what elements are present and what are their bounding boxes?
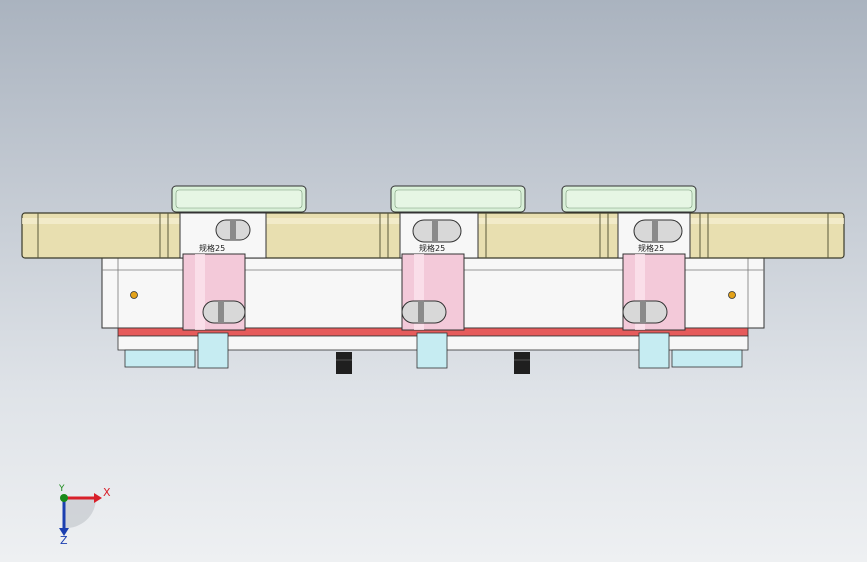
engraved-label: 规格25	[638, 243, 664, 253]
y-axis-label: Y	[59, 484, 65, 494]
air-fitting-bottom	[202, 300, 246, 324]
screw-head-2	[514, 352, 530, 374]
y-axis-dot	[60, 494, 68, 502]
foot-right	[671, 349, 743, 368]
air-fitting-top	[215, 219, 251, 241]
locator-dot-right	[728, 291, 736, 299]
air-fitting-bottom	[622, 300, 668, 324]
cap-inner	[394, 189, 522, 209]
center-block-2	[416, 332, 448, 369]
engraved-label: 规格25	[419, 243, 445, 253]
locator-dot-left	[130, 291, 138, 299]
x-axis-label: X	[103, 486, 111, 499]
z-axis-label: Z	[60, 534, 68, 547]
center-block-3	[638, 332, 670, 369]
x-axis-arrowhead	[94, 493, 102, 503]
air-fitting-top	[412, 219, 462, 243]
center-block-1	[197, 332, 229, 369]
engraved-label: 规格25	[199, 243, 225, 253]
cylinder-highlight	[195, 254, 205, 330]
orientation-triad[interactable]	[59, 493, 102, 536]
station-1[interactable]: 规格25	[171, 185, 307, 331]
screw-head-1	[336, 352, 352, 374]
z-axis-arrowhead	[59, 528, 69, 536]
cap-inner	[565, 189, 693, 209]
station-3[interactable]: 规格25	[561, 185, 697, 331]
triad-shadow	[64, 498, 97, 529]
cap-inner	[175, 189, 303, 209]
foot-left	[124, 349, 196, 368]
air-fitting-bottom	[401, 300, 447, 324]
station-2[interactable]: 规格25	[390, 185, 526, 331]
air-fitting-top	[633, 219, 683, 243]
cylinder-highlight	[635, 254, 645, 330]
cylinder-highlight	[414, 254, 424, 330]
